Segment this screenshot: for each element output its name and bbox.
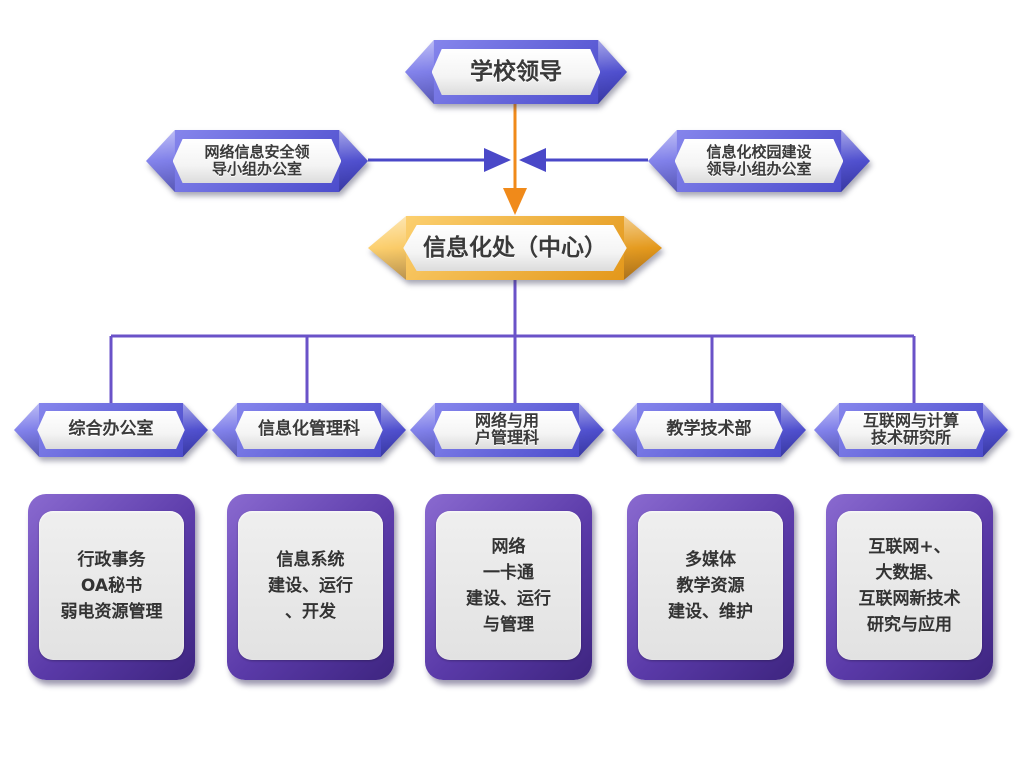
department-info-management: 信息化管理科: [212, 403, 406, 457]
responsibility-card-network-user: 网络 一卡通 建设、运行 与管理: [425, 494, 592, 680]
department-label-line1: 教学技术部: [666, 419, 752, 440]
card-line: 大数据、: [875, 562, 944, 583]
card-line: 建设、运行: [466, 588, 551, 609]
department-label-line1: 综合办公室: [68, 419, 154, 440]
department-label-line2: 技术研究所: [870, 428, 951, 447]
responsibility-card-info-management: 信息系统 建设、运行 、开发: [227, 494, 394, 680]
informatization-center-node: 信息化处（中心）: [368, 216, 662, 280]
card-line: 一卡通: [483, 562, 534, 583]
card-line: OA秘书: [80, 575, 143, 596]
department-teaching-technology: 教学技术部: [612, 403, 806, 457]
card-line: 建设、运行: [268, 575, 353, 596]
department-internet-computing-institute: 互联网与计算 技术研究所: [814, 403, 1008, 457]
department-general-office: 综合办公室: [14, 403, 208, 457]
card-line: 建设、维护: [668, 601, 753, 622]
school-leadership-node: 学校领导: [405, 40, 627, 104]
card-line: 互联网新技术: [858, 588, 961, 609]
card-line: 互联网+、: [868, 536, 951, 557]
card-line: 行政事务: [77, 549, 146, 570]
department-label-line2: 户管理科: [474, 428, 539, 447]
card-line: 与管理: [483, 614, 534, 635]
responsibility-card-teaching-technology: 多媒体 教学资源 建设、维护: [627, 494, 794, 680]
network-security-office-label-line2: 导小组办公室: [211, 160, 302, 178]
campus-informatization-office-node: 信息化校园建设 领导小组办公室: [648, 130, 870, 192]
network-security-office-label-line1: 网络信息安全领: [204, 142, 310, 161]
department-label-line1: 互联网与计算: [862, 411, 959, 431]
card-line: 多媒体: [685, 549, 736, 570]
responsibility-card-general-office: 行政事务 OA秘书 弱电资源管理: [28, 494, 195, 680]
campus-informatization-office-label-line2: 领导小组办公室: [706, 160, 812, 178]
department-branch-lines: [109, 278, 916, 406]
campus-informatization-office-label-line1: 信息化校园建设: [706, 142, 812, 161]
card-line: 教学资源: [676, 575, 745, 596]
card-line: 研究与应用: [867, 614, 952, 635]
informatization-center-label: 信息化处（中心）: [423, 234, 607, 261]
department-label-line1: 网络与用: [474, 411, 539, 431]
card-line: 弱电资源管理: [60, 601, 163, 622]
department-label-line1: 信息化管理科: [258, 419, 360, 440]
card-line: 、开发: [285, 601, 336, 622]
department-network-user-management: 网络与用 户管理科: [410, 403, 604, 457]
network-security-office-node: 网络信息安全领 导小组办公室: [146, 130, 368, 192]
card-line: 信息系统: [276, 549, 345, 570]
responsibility-card-internet-institute: 互联网+、 大数据、 互联网新技术 研究与应用: [826, 494, 993, 680]
school-leadership-label: 学校领导: [470, 58, 562, 85]
card-line: 网络: [491, 536, 526, 557]
